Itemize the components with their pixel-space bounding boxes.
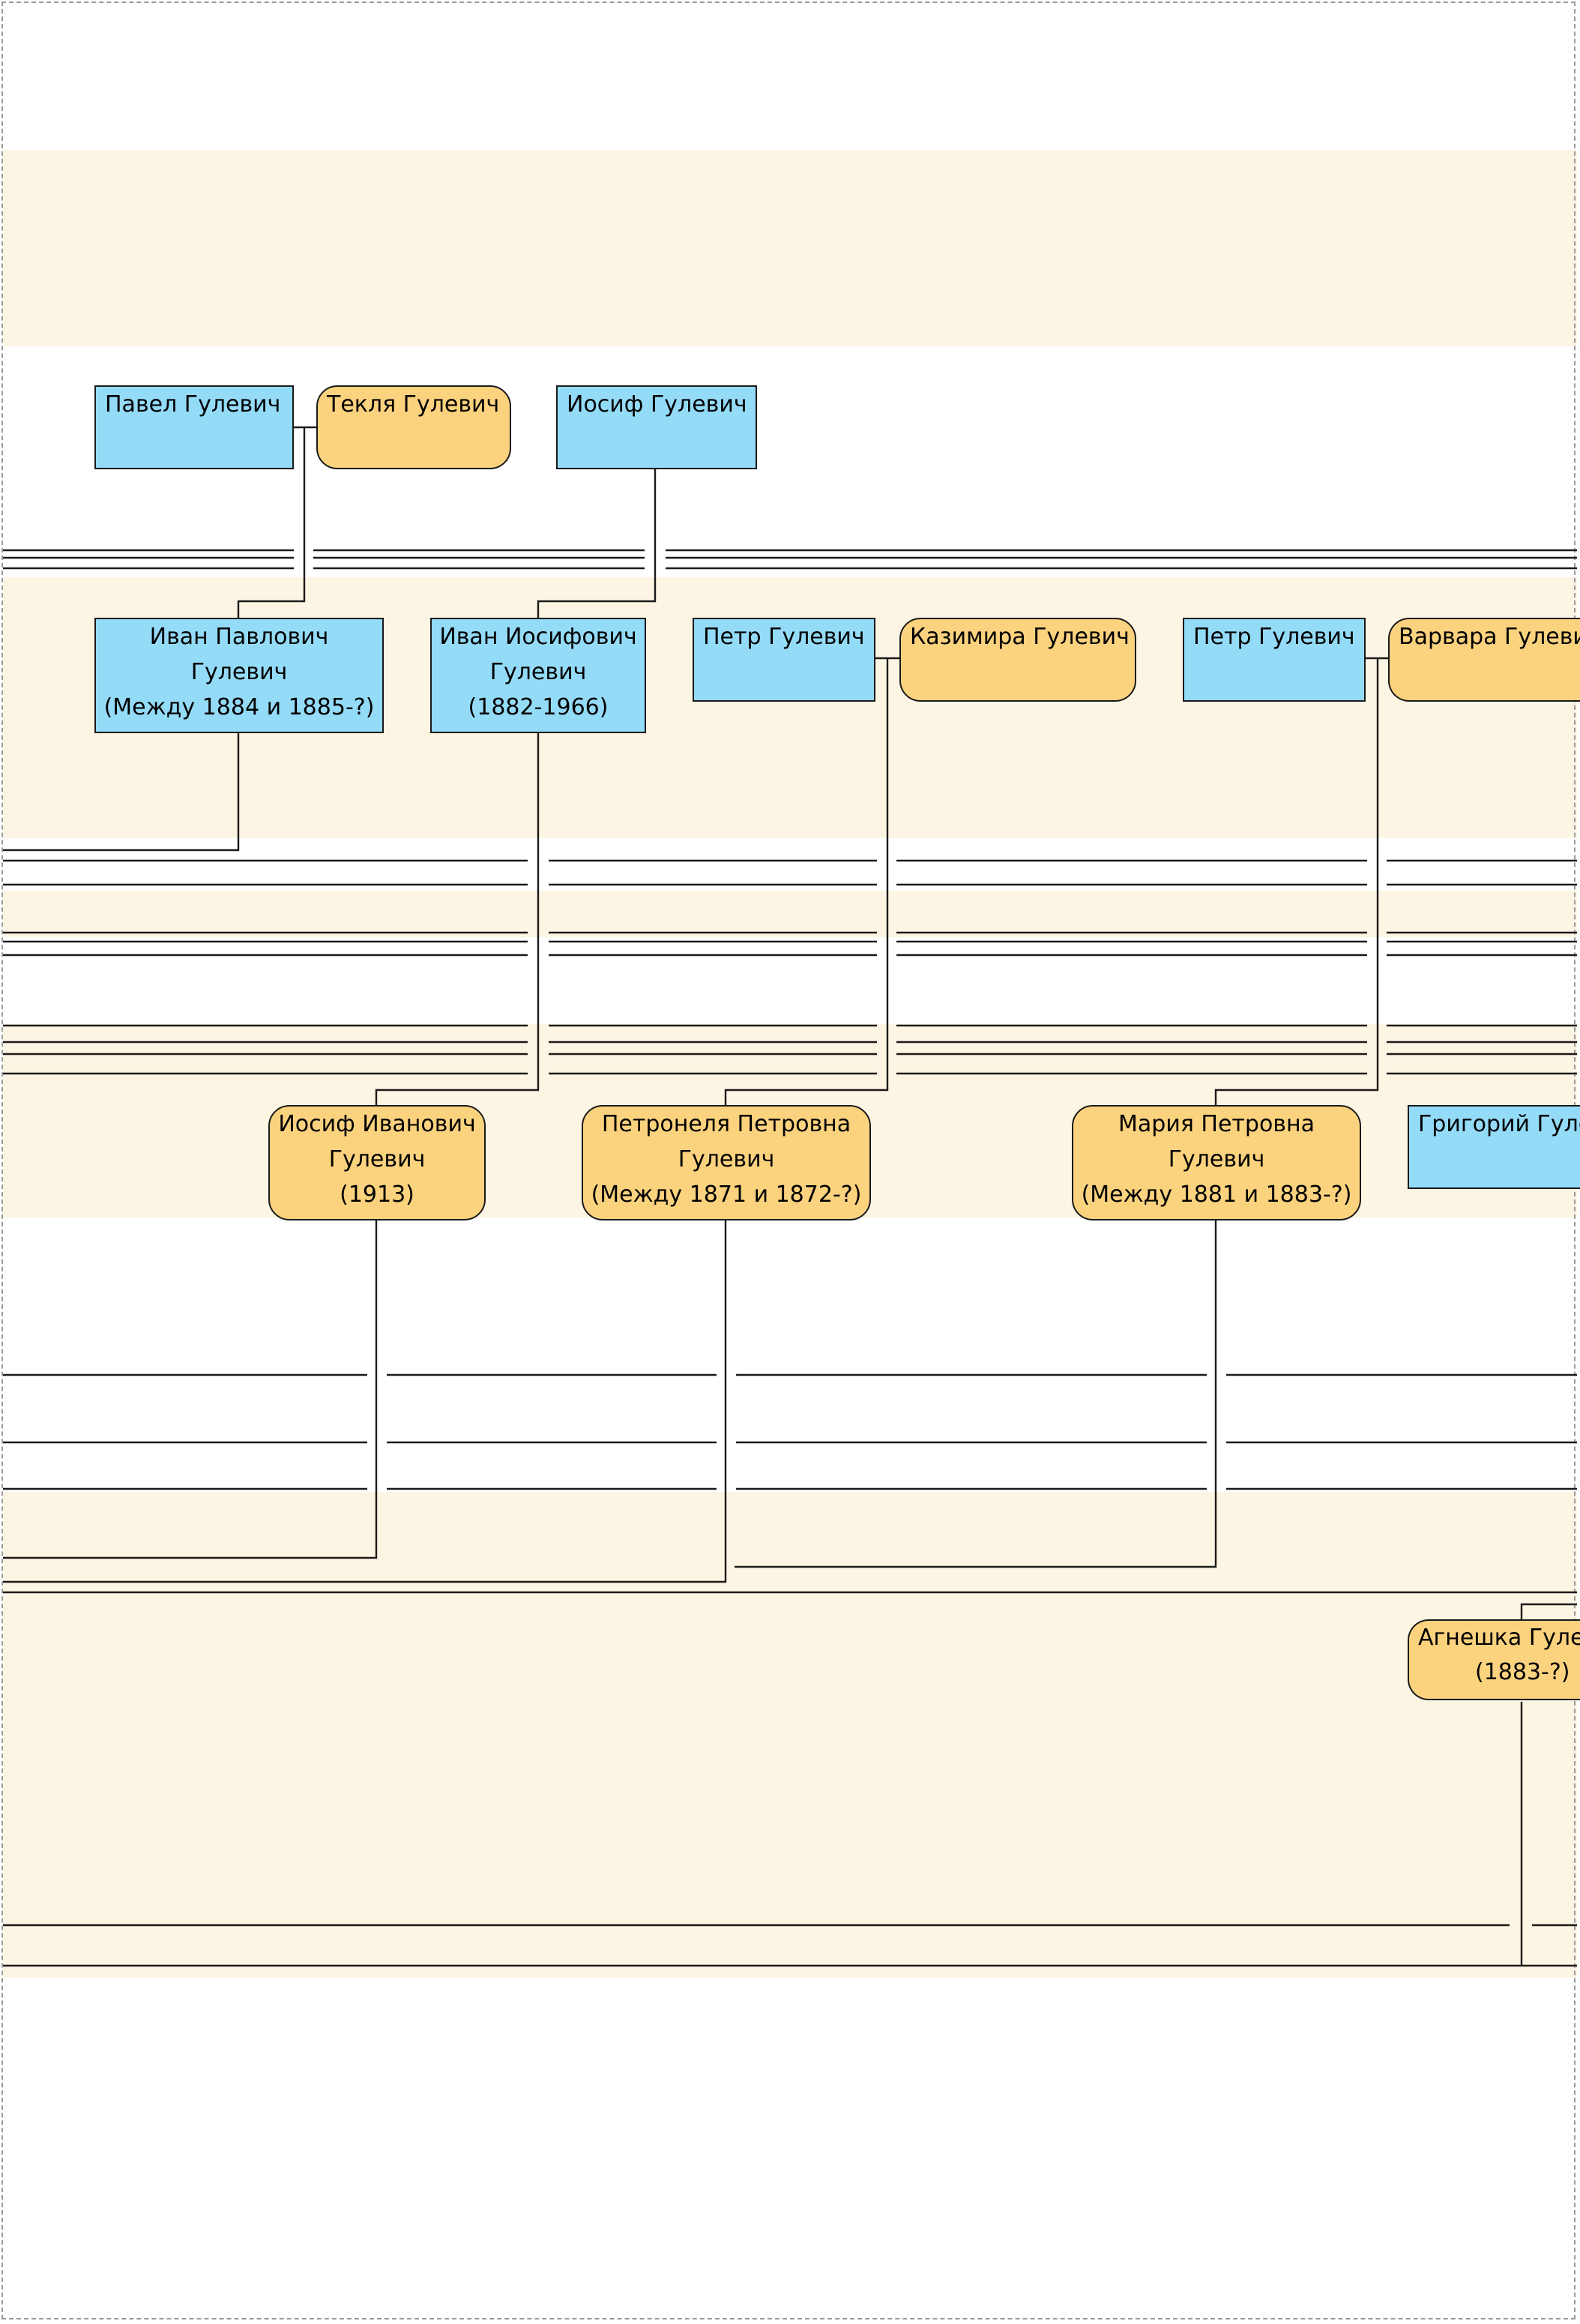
person-card[interactable]: Иосиф Гулевич — [556, 385, 757, 469]
person-name: Текля Гулевич — [327, 391, 500, 418]
person-card[interactable]: Иван Иосифович Гулевич (1882-1966) — [430, 618, 646, 733]
person-name: Варвара Гулевич — [1399, 624, 1580, 650]
person-name: Петр Гулевич — [703, 624, 865, 650]
person-card[interactable]: Петр Гулевич — [693, 618, 875, 702]
person-card[interactable]: Иосиф Иванович Гулевич (1913) — [268, 1105, 486, 1220]
person-dates: (Между 1884 и 1885-?) — [103, 694, 375, 720]
generation-band-6 — [3, 1592, 1577, 1978]
person-name: Агнешка Гулевич — [1418, 1625, 1580, 1651]
person-card[interactable]: Казимира Гулевич — [899, 618, 1136, 702]
person-dates: (1882-1966) — [468, 694, 609, 720]
person-card[interactable]: Текля Гулевич — [316, 385, 511, 469]
person-card[interactable]: Варвара Гулевич — [1388, 618, 1580, 702]
person-dates: (1883-?) — [1475, 1659, 1570, 1685]
person-dates: (Между 1871 и 1872-?) — [591, 1181, 862, 1208]
person-card[interactable]: Григорий Гулевич — [1408, 1105, 1580, 1189]
person-card[interactable]: Мария Петровна Гулевич (Между 1881 и 188… — [1072, 1105, 1361, 1220]
person-card[interactable]: Иван Павлович Гулевич (Между 1884 и 1885… — [94, 618, 384, 733]
person-card[interactable]: Петр Гулевич — [1183, 618, 1366, 702]
person-name: Петр Гулевич — [1193, 624, 1355, 650]
generation-band-5 — [3, 1492, 1577, 1597]
generation-band-3 — [3, 891, 1577, 937]
person-name: Иосиф Гулевич — [567, 391, 747, 418]
person-name: Петронеля Петровна — [601, 1111, 851, 1137]
person-dates: (1913) — [340, 1181, 414, 1208]
person-name: Казимира Гулевич — [910, 624, 1130, 650]
person-dates: (Между 1881 и 1883-?) — [1081, 1181, 1352, 1208]
person-name: Иван Иосифович — [439, 624, 637, 650]
person-name: Мария Петровна — [1118, 1111, 1315, 1137]
person-surname: Гулевич — [489, 659, 587, 685]
person-surname: Гулевич — [1168, 1146, 1265, 1172]
person-name: Иван Павлович — [149, 624, 329, 650]
generation-band-1 — [3, 150, 1577, 346]
person-name: Григорий Гулевич — [1418, 1111, 1580, 1137]
person-surname: Гулевич — [190, 659, 288, 685]
person-name: Павел Гулевич — [105, 391, 281, 418]
person-card[interactable]: Павел Гулевич — [94, 385, 294, 469]
person-name: Иосиф Иванович — [278, 1111, 476, 1137]
person-surname: Гулевич — [328, 1146, 426, 1172]
person-card[interactable]: Агнешка Гулевич (1883-?) — [1408, 1619, 1580, 1700]
person-card[interactable]: Петронеля Петровна Гулевич (Между 1871 и… — [582, 1105, 871, 1220]
person-surname: Гулевич — [678, 1146, 775, 1172]
